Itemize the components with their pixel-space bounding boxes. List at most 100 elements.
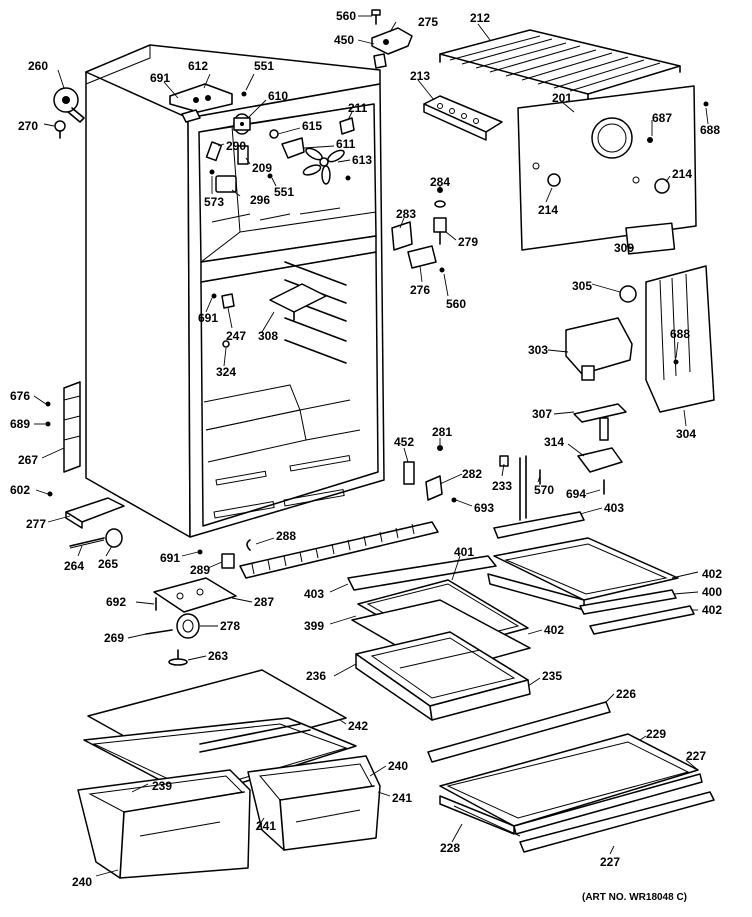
leveler-parts (69, 528, 123, 549)
callout-289: 289 (190, 563, 210, 577)
art-number-caption: (ART NO. WR18048 C) (582, 892, 687, 903)
fresh-food-components (211, 283, 327, 348)
callout-308: 308 (258, 329, 278, 343)
callout-403: 403 (604, 501, 624, 515)
callout-602: 602 (10, 483, 30, 497)
callout-214: 214 (538, 203, 558, 217)
callout-402: 402 (702, 567, 722, 581)
callout-402: 402 (702, 603, 722, 617)
callout-235: 235 (542, 669, 562, 683)
light-and-control-parts (565, 265, 715, 495)
callout-314: 314 (544, 435, 564, 449)
callout-570: 570 (534, 483, 554, 497)
fan-blade (302, 147, 345, 185)
toe-grille (239, 521, 439, 579)
crisper-drawers (77, 755, 381, 879)
ice-tray (423, 95, 503, 141)
callout-267: 267 (18, 453, 38, 467)
leader-lines (33, 15, 709, 877)
callout-279: 279 (458, 235, 478, 249)
callout-452: 452 (394, 435, 414, 449)
cabinet-drawing (85, 44, 385, 538)
callout-403: 403 (304, 587, 324, 601)
callout-212: 212 (470, 11, 490, 25)
callout-227: 227 (600, 855, 620, 869)
callout-226: 226 (616, 687, 636, 701)
callout-688: 688 (670, 327, 690, 341)
freezer-components (169, 83, 355, 193)
callout-236: 236 (306, 669, 326, 683)
callout-275: 275 (418, 15, 438, 29)
part-270 (54, 120, 66, 139)
callout-241: 241 (256, 819, 276, 833)
callout-227: 227 (686, 749, 706, 763)
callout-303: 303 (528, 343, 548, 357)
callout-304: 304 (676, 427, 696, 441)
callout-560: 560 (336, 9, 356, 23)
callout-450: 450 (334, 33, 354, 47)
callout-613: 613 (352, 153, 372, 167)
callout-213: 213 (410, 69, 430, 83)
hinge-260 (53, 87, 85, 123)
callout-209: 209 (252, 161, 272, 175)
callout-688: 688 (700, 123, 720, 137)
callout-401: 401 (454, 545, 474, 559)
callout-309: 309 (614, 241, 634, 255)
callout-288: 288 (276, 529, 296, 543)
callout-228: 228 (440, 841, 460, 855)
callout-233: 233 (492, 479, 512, 493)
callout-611: 611 (336, 137, 356, 151)
callout-281: 281 (432, 425, 452, 439)
callout-264: 264 (64, 559, 84, 573)
callout-687: 687 (652, 111, 672, 125)
callout-211: 211 (348, 101, 368, 115)
label-309 (625, 222, 676, 255)
callout-691: 691 (160, 551, 180, 565)
callout-240: 240 (388, 759, 408, 773)
callout-270: 270 (18, 119, 38, 133)
callout-242: 242 (348, 719, 368, 733)
damper-parts (391, 187, 447, 273)
callout-694: 694 (566, 487, 586, 501)
callout-263: 263 (208, 649, 228, 663)
callout-689: 689 (10, 417, 30, 431)
center-small-parts (403, 445, 541, 521)
left-side-parts (45, 381, 125, 529)
callout-287: 287 (254, 595, 274, 609)
callout-201: 201 (552, 91, 572, 105)
lower-shelf (427, 701, 715, 853)
callout-615: 615 (302, 119, 322, 133)
crisper-frame (355, 631, 531, 721)
callout-278: 278 (220, 619, 240, 633)
callout-labels: 560 275 212 450 260 270 691 612 551 610 … (10, 9, 722, 889)
callout-551: 551 (254, 59, 274, 73)
callout-305: 305 (572, 279, 592, 293)
callout-610: 610 (268, 89, 288, 103)
callout-260: 260 (28, 59, 48, 73)
callout-277: 277 (26, 517, 46, 531)
callout-692: 692 (106, 595, 126, 609)
callout-612: 612 (188, 59, 208, 73)
callout-296: 296 (250, 193, 270, 207)
callout-399: 399 (304, 619, 324, 633)
callout-214: 214 (672, 167, 692, 181)
evaporator-cover (517, 85, 709, 251)
callout-247: 247 (226, 329, 246, 343)
callout-276: 276 (410, 283, 430, 297)
freezer-wire-shelf (439, 29, 681, 101)
callout-241: 241 (392, 791, 412, 805)
crisper-cover (83, 669, 357, 799)
callout-290: 290 (226, 139, 246, 153)
callout-307: 307 (532, 407, 552, 421)
callout-551: 551 (274, 185, 294, 199)
callout-269: 269 (104, 631, 124, 645)
top-hinge-275 (371, 9, 413, 69)
callout-265: 265 (98, 557, 118, 571)
callout-573: 573 (204, 195, 224, 209)
callout-691: 691 (198, 311, 218, 325)
callout-284: 284 (430, 175, 450, 189)
callout-229: 229 (646, 727, 666, 741)
callout-676: 676 (10, 389, 30, 403)
callout-400: 400 (702, 585, 722, 599)
